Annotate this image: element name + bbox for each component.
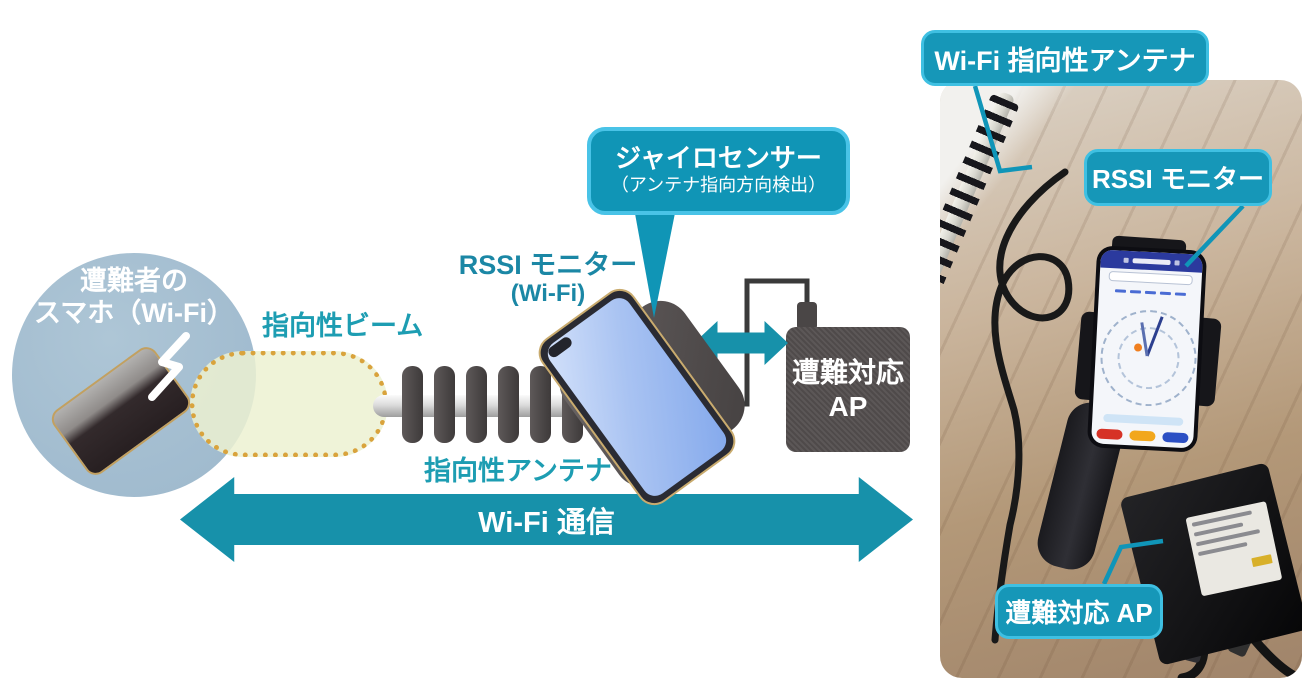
antenna-element [434,366,455,443]
ap-box-line1: 遭難対応 [791,356,904,388]
antenna-element [466,366,487,443]
photo-label-antenna-text: Wi-Fi 指向性アンテナ [934,45,1196,76]
wifi-link-label: Wi-Fi 通信 [478,506,615,539]
photo-label-ap-text: 遭難対応 AP [1005,598,1153,628]
photo-label-ap: 遭難対応 AP [995,584,1163,639]
rssi-label-line2: (Wi-Fi) [510,279,586,307]
rssi-monitor-label: RSSI モニター (Wi-Fi) [448,250,648,307]
ap-box-line2: AP [828,390,868,422]
photo-label-antenna: Wi-Fi 指向性アンテナ [921,30,1209,86]
gyro-callout-subtitle: （アンテナ指向方向検出） [610,175,827,196]
gyro-callout-title: ジャイロセンサー [615,143,822,174]
rescue-ap-box: 遭難対応 AP [786,327,910,452]
victim-label-line2: スマホ（Wi-Fi） [34,297,234,328]
photo-label-rssi: RSSI モニター [1084,149,1272,206]
gyro-sensor-callout: ジャイロセンサー （アンテナ指向方向検出） [587,127,850,215]
antenna-element [498,366,519,443]
beam-label: 指向性ビーム [262,311,424,341]
victim-label-line1: 遭難者の [80,266,188,296]
rssi-label-line1: RSSI モニター [458,250,638,280]
antenna-element [402,366,423,443]
antenna-element [530,366,551,443]
photo-label-rssi-text: RSSI モニター [1092,164,1264,194]
antenna-label: 指向性アンテナ [424,456,612,486]
victim-circle-label: 遭難者の スマホ（Wi-Fi） [12,266,256,330]
